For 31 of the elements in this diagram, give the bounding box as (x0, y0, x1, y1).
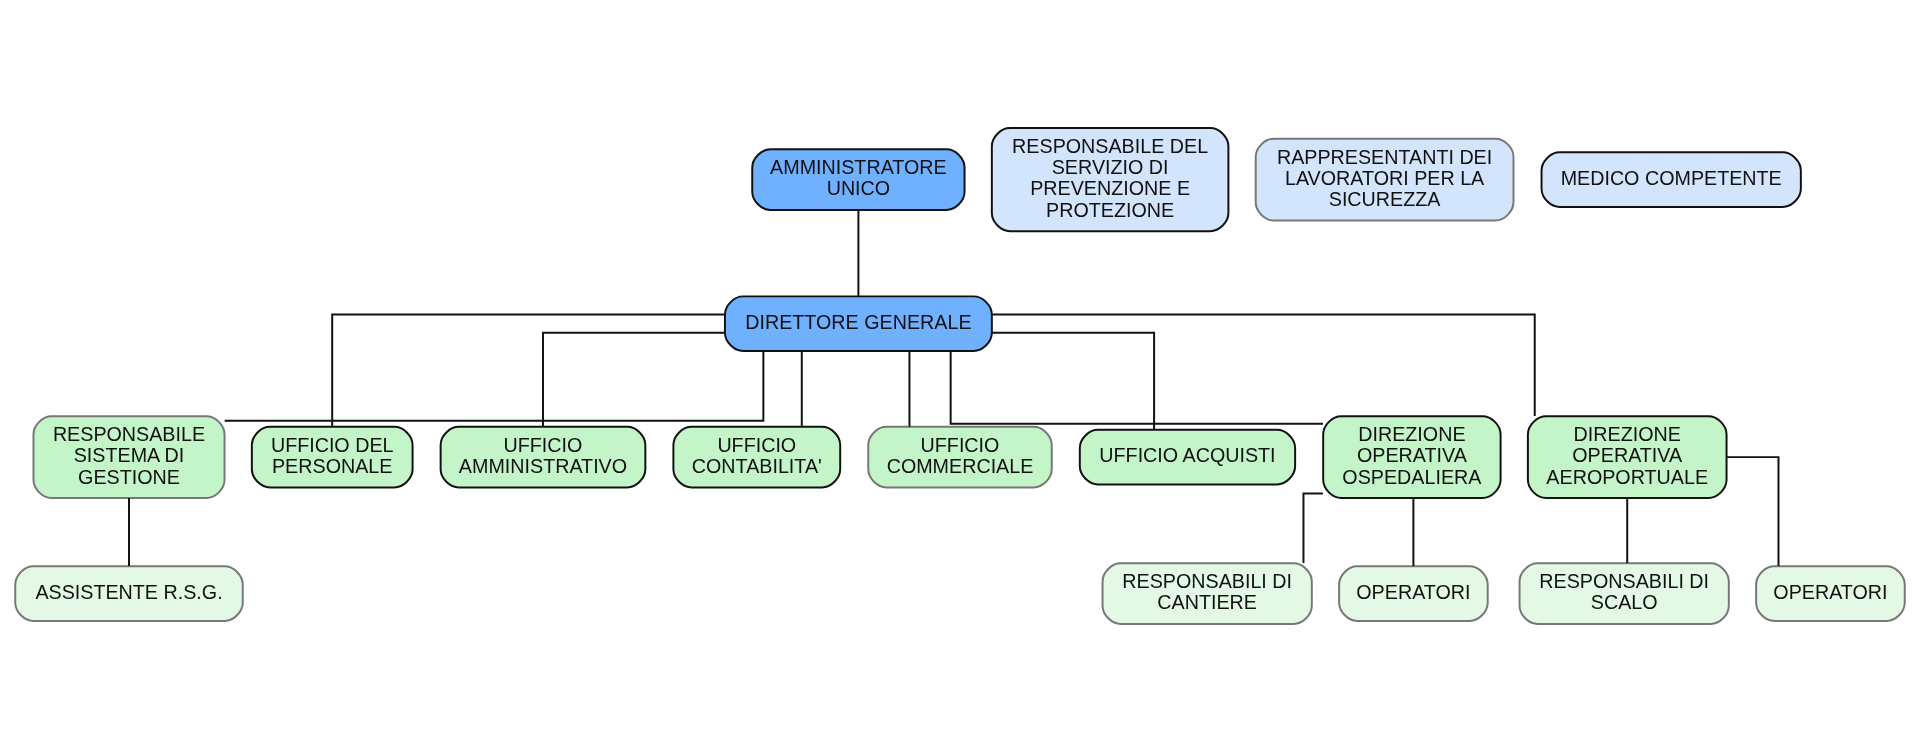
node-box: UFFICIO DEL PERSONALE (250, 425, 414, 488)
connector (1412, 496, 1415, 567)
connector (1626, 496, 1629, 564)
node-box: DIRETTORE GENERALE (723, 294, 993, 352)
connector (949, 349, 1324, 425)
node-box: OPERATORI (1338, 564, 1489, 622)
connector (128, 496, 130, 567)
node-box: DIREZIONE OPERATIVA OSPEDALIERA (1322, 414, 1502, 499)
connector (991, 313, 1536, 417)
connector (857, 208, 860, 297)
connector (331, 313, 726, 427)
node-box: OPERATORI (1755, 564, 1906, 622)
connector (991, 331, 1156, 430)
connector (908, 349, 911, 428)
node-box: MEDICO COMPETENTE (1540, 150, 1802, 208)
node-box: UFFICIO AMMINISTRATIVO (439, 425, 647, 488)
connector (542, 331, 726, 427)
connector (800, 349, 803, 428)
node-box: UFFICIO CONTABILITA' (672, 425, 842, 488)
node-box: UFFICIO COMMERCIALE (867, 425, 1053, 488)
connector (1725, 455, 1780, 567)
node-box: RESPONSABILE DEL SERVIZIO DI PREVENZIONE E PROTEZIONE (990, 126, 1230, 232)
node-box: UFFICIO ACQUISTI (1078, 428, 1297, 485)
node-box: DIREZIONE OPERATIVA AEROPORTUALE (1526, 414, 1728, 499)
node-box: RESPONSABILI DI CANTIERE (1101, 561, 1313, 625)
node-box: AMMINISTRATORE UNICO (751, 147, 966, 211)
node-box: ASSISTENTE R.S.G. (14, 564, 244, 622)
connector (223, 349, 765, 422)
node-box: RESPONSABILI DI SCALO (1518, 561, 1730, 625)
node-box: RESPONSABILE SISTEMA DI GESTIONE (32, 414, 226, 499)
node-box: RAPPRESENTANTI DEI LAVORATORI PER LA SICUREZZA (1254, 137, 1515, 222)
